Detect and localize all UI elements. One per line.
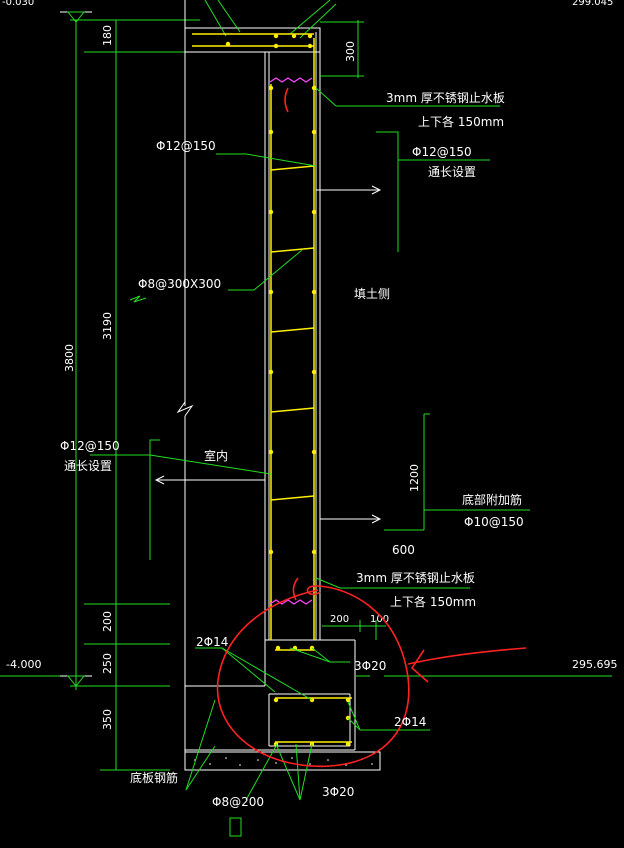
rebar-cage xyxy=(192,33,352,743)
top-leaders xyxy=(204,0,337,39)
top-left-elevation: -0.030 xyxy=(2,0,34,8)
bottom-leaders xyxy=(185,647,612,801)
label-indoor: 室内 xyxy=(204,448,228,463)
dim-3190: 3190 xyxy=(101,312,114,340)
dim-300-line xyxy=(320,20,364,78)
red-annotation xyxy=(216,585,527,767)
dim-250: 250 xyxy=(101,653,114,674)
dim-200-100 xyxy=(322,620,386,640)
rebar-phi12-left: Φ12@150 xyxy=(156,139,216,153)
rebar-2phi14-bottom: 2Φ14 xyxy=(394,715,426,729)
dim-1200-600 xyxy=(384,413,430,531)
dim-3800: 3800 xyxy=(63,344,76,372)
rebar-phi12-outer: Φ12@150 xyxy=(60,439,120,453)
dim-180: 180 xyxy=(101,25,114,46)
dim-300: 300 xyxy=(344,41,357,62)
rebar-3phi20-top: 3Φ20 xyxy=(354,659,386,673)
dim-100: 100 xyxy=(370,614,389,625)
rebar-phi8-tie: Φ8@300X300 xyxy=(138,277,221,291)
top-right-elevation: 299.045 xyxy=(572,0,613,8)
elevation-right: 295.695 xyxy=(572,658,618,671)
continuous-left: 通长设置 xyxy=(64,459,112,473)
continuous-right: 通长设置 xyxy=(428,165,476,179)
label-bottom-additional: 底部附加筋 xyxy=(462,492,522,507)
extent-brackets xyxy=(149,131,399,560)
small-marks xyxy=(129,295,242,837)
waterstop-top-line1: 3mm 厚不锈钢止水板 xyxy=(386,91,505,105)
label-slab-rebar: 底板钢筋 xyxy=(130,770,178,785)
rebar-dots xyxy=(225,33,351,747)
waterstop-bottom-line2: 上下各 150mm xyxy=(390,594,476,609)
rebar-2phi14-top: 2Φ14 xyxy=(196,635,228,649)
elevation-left: -4.000 xyxy=(6,658,41,671)
rebar-3phi20-bottom: 3Φ20 xyxy=(322,785,354,799)
waterstop-bottom xyxy=(269,577,313,605)
rebar-phi10: Φ10@150 xyxy=(464,515,524,529)
dim-1200: 1200 xyxy=(408,464,421,492)
mid-leaders xyxy=(90,87,530,589)
wall-outline xyxy=(176,0,381,771)
dim-200-left: 200 xyxy=(101,611,114,632)
dim-200-right: 200 xyxy=(330,614,349,625)
rebar-phi12-right: Φ12@150 xyxy=(412,145,472,159)
left-dimension-chain xyxy=(0,11,200,771)
dim-350: 350 xyxy=(101,709,114,730)
waterstop-bottom-line1: 3mm 厚不锈钢止水板 xyxy=(356,571,475,585)
waterstop-top xyxy=(269,77,313,113)
waterstop-top-line2: 上下各 150mm xyxy=(418,114,504,129)
label-backfill-side: 填土侧 xyxy=(354,287,390,301)
dim-600: 600 xyxy=(392,543,415,557)
rebar-phi8-200: Φ8@200 xyxy=(212,795,264,809)
direction-arrows xyxy=(154,185,382,524)
